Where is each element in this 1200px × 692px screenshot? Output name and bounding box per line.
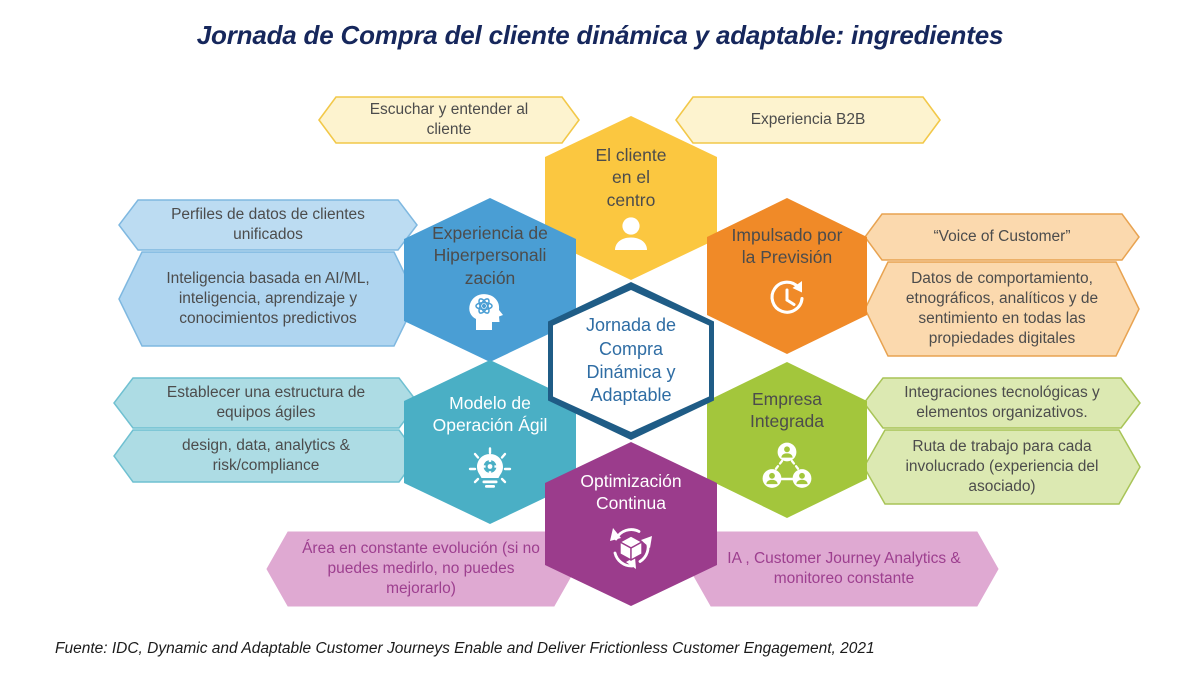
banner-ia-customer-journey: IA , Customer Journey Analytics & monito… [689,531,999,607]
hex-label-line2: en el [612,167,650,188]
banner-datos-comportamiento: Datos de comportamiento, etnográficos, a… [864,261,1140,357]
banner-ruta-trabajo: Ruta de trabajo para cada involucrado (e… [863,429,1141,505]
lightbulb-gear-icon [462,447,518,493]
source-footnote: Fuente: IDC, Dynamic and Adaptable Custo… [55,640,875,657]
banner-estructura-equipos-agiles: Establecer una estructura de equipos ági… [113,377,419,429]
clock-refresh-icon [764,277,810,321]
network-people-icon [758,441,816,489]
center-line-3: Dinámica y [586,362,676,382]
hex-center-label: Jornada de Compra Dinámica y Adaptable [586,314,676,408]
banner-design-data-analytics: design, data, analytics & risk/complianc… [113,429,419,483]
hex-label-line1: Optimización [580,471,682,491]
banner-text: design, data, analytics & risk/complianc… [181,436,351,474]
banner-shape [113,377,419,429]
banner-text: Establecer una estructura de equipos ági… [166,383,366,421]
banner-inteligencia-aiml: Inteligencia basada en AI/ML, inteligenc… [118,251,418,347]
banner-escuchar-entender: Escuchar y entender al cliente [318,96,580,144]
hex-label-line2: Operación Ágil [432,415,548,436]
banner-voice-of-customer: “Voice of Customer” [864,213,1140,261]
page-title: Jornada de Compra del cliente dinámica y… [196,20,1004,50]
hex-label-line3: centro [606,189,656,210]
box-recycle-icon [606,523,656,571]
center-line-4: Adaptable [590,385,672,406]
banner-text: Área en constante evolución (si no puede… [302,539,540,598]
banner-text: Inteligencia basada en AI/ML, inteligenc… [166,269,370,328]
hex-label-line2: Hiperpersonali [433,245,547,266]
banner-experiencia-b2b: Experiencia B2B [675,96,941,144]
banner-text: IA , Customer Journey Analytics & monito… [727,549,961,587]
banner-shape [675,96,941,144]
banner-text: Integraciones tecnológicas y elementos o… [904,383,1100,421]
banner-shape [113,429,419,483]
head-atom-icon [464,291,516,331]
banner-text: Experiencia B2B [750,110,866,128]
banner-text: Datos de comportamiento, etnográficos, a… [905,269,1099,348]
banner-integraciones-tecnologicas: Integraciones tecnológicas y elementos o… [863,377,1141,429]
banner-text: “Voice of Customer” [933,227,1071,245]
hex-node-impulsado-prevision[interactable]: Impulsado por la Previsión [707,198,867,354]
hex-label-line3: zación [464,267,516,288]
hex-label-line1: Experiencia de [432,223,548,243]
banner-perfiles-datos: Perfiles de datos de clientes unificados [118,199,418,251]
person-icon [609,217,653,253]
hex-label-line2: Integrada [750,411,824,432]
center-line-2: Compra [598,338,663,359]
banner-shape [118,199,418,251]
hex-label-line1: Empresa [751,389,823,409]
banner-area-constante-evolucion: Área en constante evolución (si no puede… [266,531,576,607]
banner-shape [118,251,418,347]
banner-text: Escuchar y entender al cliente [369,100,529,138]
hex-label-line1: Modelo de [449,393,531,413]
banner-text: Perfiles de datos de clientes unificados [171,205,365,243]
banner-shape [318,96,580,144]
hex-label-line1: Impulsado por [731,225,843,245]
center-line-1: Jornada de [585,315,677,336]
hex-label-line2: Continua [595,493,667,514]
hex-label-line1: El cliente [595,145,667,165]
banner-text: Ruta de trabajo para cada involucrado (e… [905,437,1099,496]
hex-label-line2: la Previsión [741,247,833,268]
hex-node-empresa-integrada[interactable]: Empresa Integrada [707,362,867,518]
